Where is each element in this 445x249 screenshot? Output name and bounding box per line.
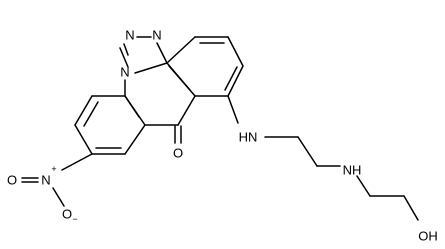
bond xyxy=(356,175,371,197)
ketone-oxygen-label: O xyxy=(173,146,183,161)
bond xyxy=(124,95,140,118)
atom-n3-label: N xyxy=(120,65,129,80)
bond xyxy=(61,153,93,171)
nitro-n-charge-label: + xyxy=(51,164,56,174)
bond xyxy=(74,124,93,155)
bond xyxy=(227,95,239,124)
bond xyxy=(119,47,129,68)
nitro-o1-label: O xyxy=(7,173,17,188)
atom-labels: N N N O HN NH OH N + O O − xyxy=(7,28,438,244)
bond xyxy=(177,95,196,126)
bond xyxy=(52,187,65,207)
hydroxyl-label: OH xyxy=(418,229,438,244)
bond xyxy=(74,95,93,126)
amine-nh-label: NH xyxy=(343,163,362,178)
bond xyxy=(224,66,238,91)
atom-n2-label: N xyxy=(152,28,161,43)
nitro-o2-charge-label: − xyxy=(72,214,77,224)
bond xyxy=(123,43,129,56)
bond xyxy=(227,36,244,67)
bond xyxy=(166,36,196,64)
atom-n1-label: N xyxy=(125,28,134,43)
bond xyxy=(134,62,168,74)
bond xyxy=(403,195,419,221)
bonds xyxy=(21,36,419,221)
bond xyxy=(297,136,318,167)
bond xyxy=(156,42,168,64)
bond xyxy=(168,65,191,91)
bond xyxy=(227,65,244,97)
nitro-n-label: N xyxy=(41,173,50,188)
bond xyxy=(124,124,146,155)
amine-hn-label: HN xyxy=(239,130,258,145)
bond xyxy=(83,101,99,127)
nitro-o2-label: O xyxy=(62,207,72,222)
